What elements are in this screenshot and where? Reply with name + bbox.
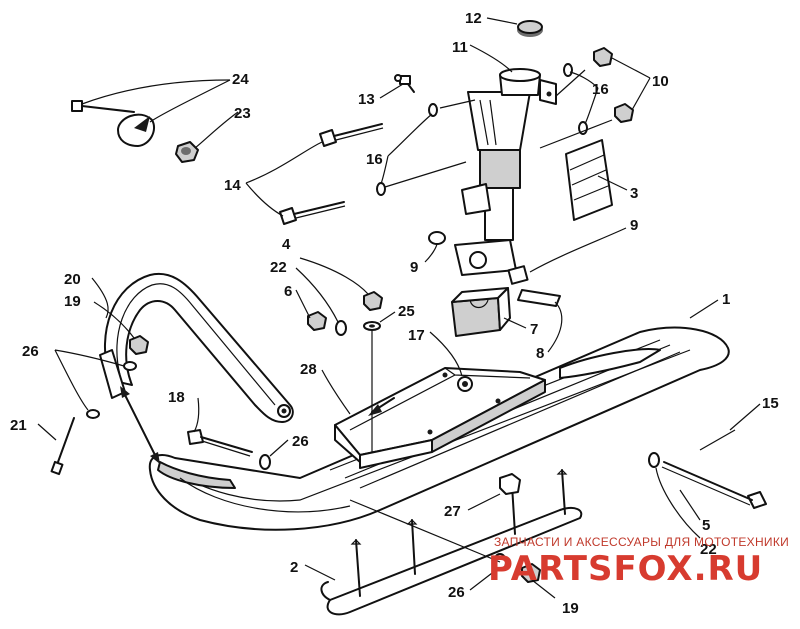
washer-26-left-2	[123, 361, 137, 371]
ski-loop-handle	[99, 272, 294, 423]
callout-21: 21	[10, 417, 27, 434]
callout-3: 3	[630, 185, 638, 202]
shock-absorber	[454, 68, 557, 276]
callout-13: 13	[358, 91, 375, 108]
nut-6	[307, 311, 327, 331]
washer-22-top	[335, 320, 347, 336]
nut-4	[363, 291, 383, 311]
bolt-24	[71, 100, 135, 113]
callout-14: 14	[224, 177, 241, 194]
callout-2: 2	[290, 559, 298, 576]
callout-19-left: 19	[64, 293, 81, 310]
alignment-arrow	[120, 386, 160, 464]
callout-7: 7	[530, 321, 538, 338]
nut-23	[175, 141, 199, 163]
nut-19-bottom	[521, 563, 541, 583]
washer-26-left	[86, 409, 100, 419]
callout-labels: 1 2 3 4 5 6 7 8 9 9 10 11 12 13 14 15 16…	[10, 10, 779, 617]
callout-1: 1	[722, 291, 730, 308]
callout-6: 6	[284, 283, 292, 300]
shock-cap	[517, 20, 543, 37]
shock-decal	[565, 139, 613, 221]
bolt-14-lower	[279, 201, 346, 225]
callout-23: 23	[234, 105, 251, 122]
callout-10: 10	[652, 73, 669, 90]
callout-20: 20	[64, 271, 81, 288]
watermark-brand: PARTSFOX.RU	[488, 549, 763, 589]
callout-5: 5	[702, 517, 710, 534]
washer-25	[363, 321, 381, 331]
bolt-14-upper	[319, 123, 384, 147]
callout-26-left: 26	[22, 343, 39, 360]
shock-pad-7	[451, 287, 511, 337]
callout-26-middle: 26	[292, 433, 309, 450]
callout-12: 12	[465, 10, 482, 27]
bolt-18	[187, 429, 253, 457]
washers-16	[376, 63, 588, 196]
washer-26-side	[259, 454, 271, 470]
callout-leaders	[37, 17, 761, 599]
partsfox-watermark: ЗАПЧАСТИ И АКСЕССУАРЫ ДЛЯ МОТОТЕХНИКИ PA…	[488, 535, 789, 589]
nut-19-left	[129, 335, 149, 355]
callout-24: 24	[232, 71, 249, 88]
bottom-axis-line	[349, 499, 501, 563]
callout-16-right: 16	[592, 81, 609, 98]
watermark-tagline: ЗАПЧАСТИ И АКСЕССУАРЫ ДЛЯ МОТОТЕХНИКИ	[494, 535, 789, 549]
callout-9-lower: 9	[410, 259, 418, 276]
assembly-guide-lines	[384, 69, 613, 188]
grease-fitting	[394, 74, 415, 93]
bushing-9	[428, 231, 561, 307]
callout-27: 27	[444, 503, 461, 520]
bumper-tab	[117, 113, 156, 147]
nut-27	[499, 473, 521, 495]
callout-26-bottom: 26	[448, 584, 465, 601]
ski-saddle-bracket	[334, 367, 546, 469]
wear-bar	[320, 469, 583, 616]
callout-22-bottom: 22	[700, 541, 717, 558]
callout-11: 11	[452, 39, 468, 56]
bolt-21	[50, 417, 75, 476]
callout-18: 18	[168, 389, 185, 406]
callout-17: 17	[408, 327, 425, 344]
callout-8: 8	[536, 345, 544, 362]
washer-22-side	[648, 452, 660, 468]
nuts-10	[593, 47, 634, 123]
callout-16-left: 16	[366, 151, 383, 168]
callout-25: 25	[398, 303, 415, 320]
callout-28: 28	[300, 361, 317, 378]
callout-4: 4	[282, 236, 291, 253]
callout-15: 15	[762, 395, 779, 412]
bolt-15	[661, 429, 767, 509]
callout-22-top: 22	[270, 259, 287, 276]
callout-19-bottom: 19	[562, 600, 579, 617]
callout-9-upper: 9	[630, 217, 638, 234]
